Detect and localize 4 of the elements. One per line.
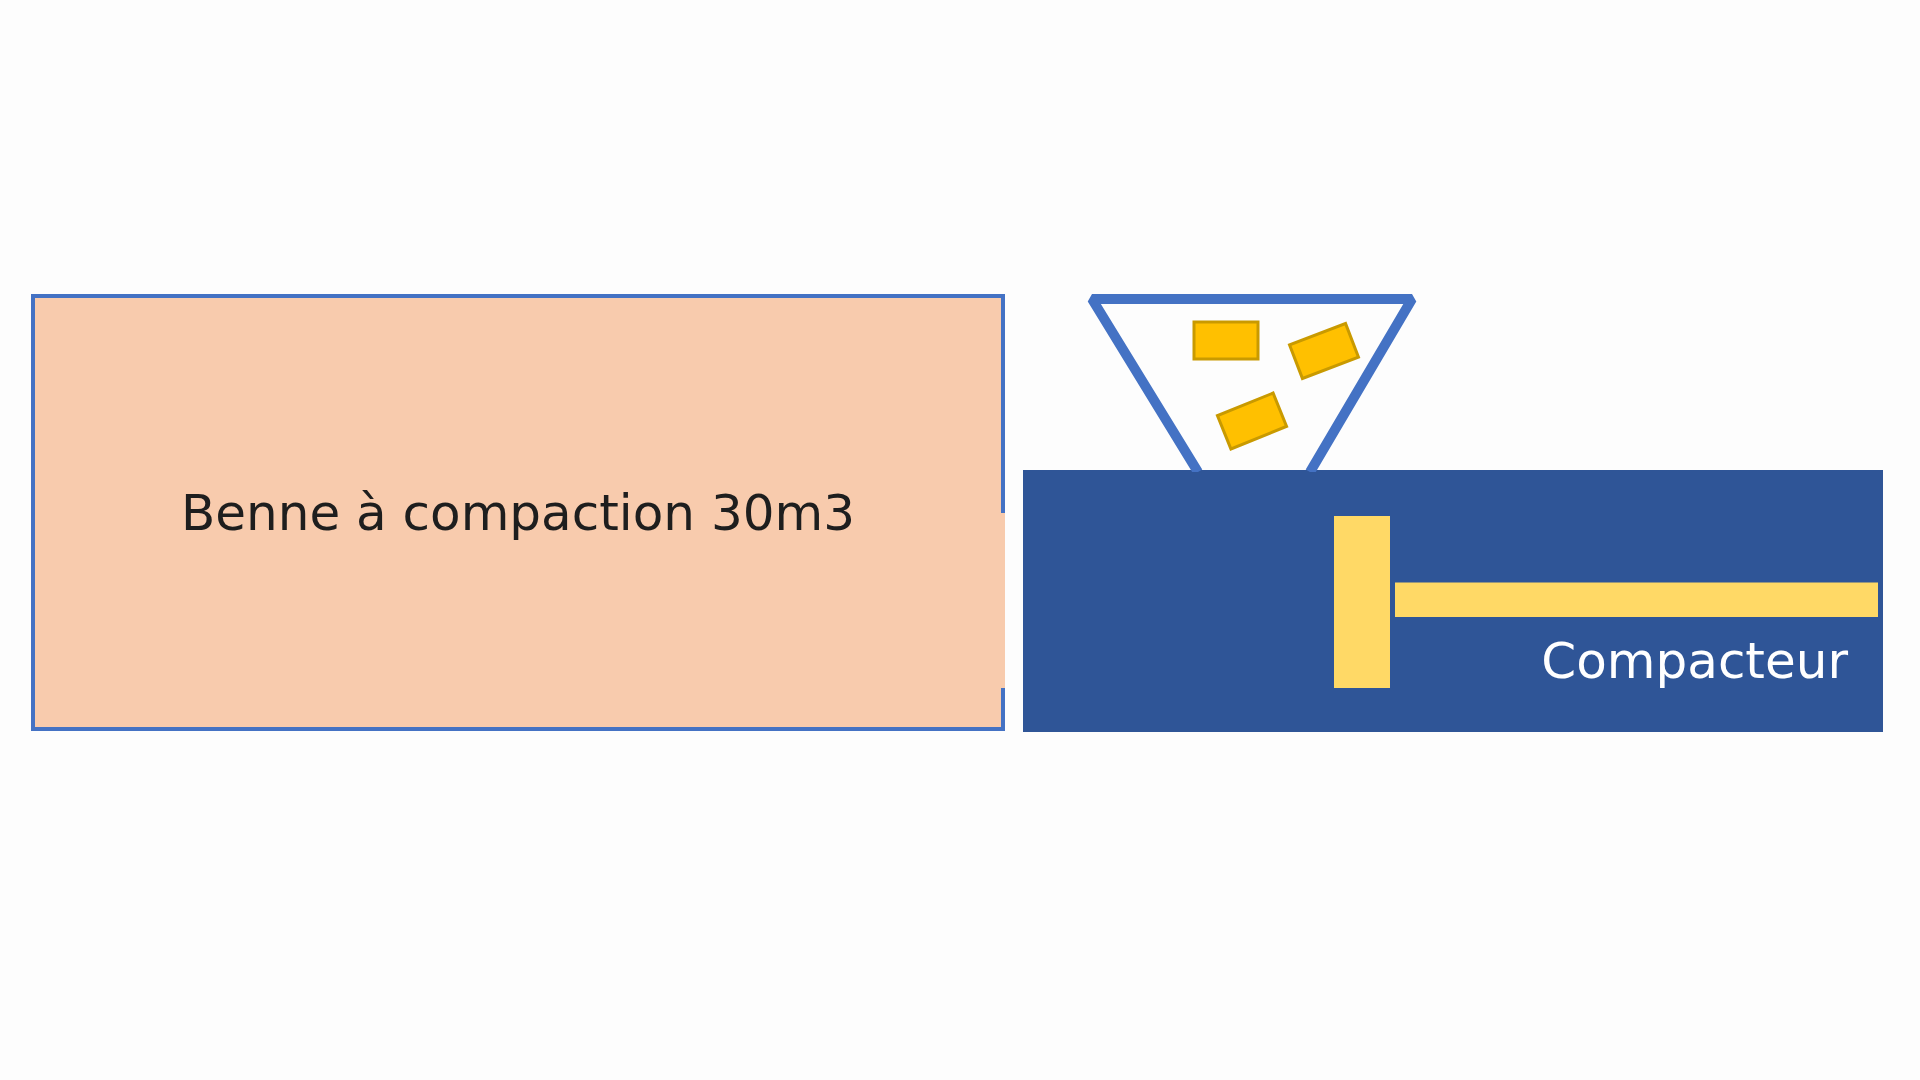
container-body xyxy=(31,294,1005,731)
compactor-label: Compacteur xyxy=(1541,636,1848,686)
container-label: Benne à compaction 30m3 xyxy=(180,487,856,538)
compactor-body xyxy=(1023,470,1883,732)
